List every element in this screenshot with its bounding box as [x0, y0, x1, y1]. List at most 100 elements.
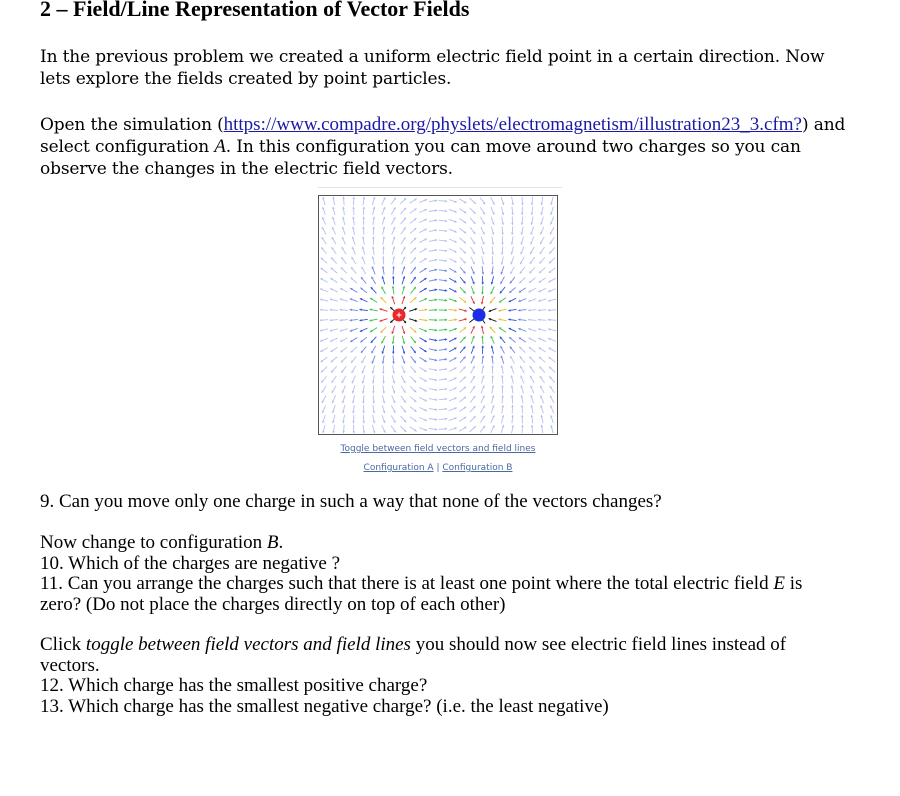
- field-vector-head: [501, 425, 505, 428]
- field-vector-head: [509, 337, 512, 340]
- field-vector-head: [518, 299, 521, 303]
- field-vector-head: [371, 361, 375, 364]
- open-sim-prefix: Open the simulation (: [40, 115, 224, 135]
- field-vector-head: [362, 401, 365, 404]
- field-vector-head: [330, 278, 333, 281]
- field-vector-head: [454, 309, 458, 312]
- field-vector-head: [500, 365, 504, 368]
- field-vector-head: [371, 276, 374, 280]
- field-vector-head: [413, 350, 416, 354]
- field-vector-head: [453, 280, 457, 283]
- field-vector-head: [424, 218, 427, 222]
- configuration-a-link[interactable]: Configuration A: [363, 463, 434, 473]
- field-vector-head: [520, 222, 524, 225]
- field-vector-head: [490, 335, 493, 339]
- configuration-links: Configuration A | Configuration B: [318, 463, 558, 473]
- field-vector-head: [530, 232, 533, 235]
- field-vector-head: [490, 345, 494, 349]
- field-vector-head: [414, 429, 417, 432]
- field-vector-head: [391, 341, 395, 344]
- intro-paragraph: In the previous problem we created a uni…: [40, 47, 825, 89]
- field-vector-head: [454, 220, 457, 223]
- field-vector-head: [341, 257, 344, 260]
- field-vector-head: [472, 395, 476, 399]
- field-vector-head: [472, 385, 476, 389]
- field-vector-head: [538, 356, 542, 360]
- field-vector-head: [549, 251, 552, 254]
- field-vector-head: [482, 211, 485, 215]
- field-vector-head: [463, 386, 466, 390]
- field-vector-head: [341, 370, 344, 373]
- field-vector-head: [332, 206, 335, 210]
- field-vector-head: [434, 258, 438, 262]
- field-vector-head: [454, 427, 457, 430]
- field-vector-head: [360, 340, 363, 343]
- field-vector-head: [463, 230, 467, 234]
- field-vector-head: [351, 360, 354, 363]
- simulation-link[interactable]: https://www.compadre.org/physlets/electr…: [223, 114, 802, 135]
- field-vector-head: [501, 405, 505, 408]
- field-vector-head: [434, 358, 438, 362]
- field-vector-head: [444, 367, 448, 371]
- field-vector-head: [538, 337, 541, 341]
- field-vector-head: [391, 331, 394, 334]
- field-vector-head: [330, 349, 333, 352]
- field-vector-head: [500, 252, 504, 255]
- field-vector-head: [520, 414, 524, 418]
- field-vector-head: [434, 199, 438, 202]
- field-vector-head: [501, 395, 504, 398]
- field-vector-head: [341, 246, 344, 250]
- field-vector-head: [511, 414, 514, 418]
- field-vector-head: [329, 329, 333, 332]
- field-vector-head: [403, 400, 406, 403]
- field-vector-head: [321, 380, 324, 383]
- toggle-field-link[interactable]: Toggle between field vectors and field l…: [340, 444, 536, 454]
- field-vector-head: [342, 206, 345, 210]
- field-vector-head: [339, 308, 342, 312]
- field-vector-head: [350, 287, 353, 291]
- field-vector-head: [349, 298, 353, 301]
- field-vector-head: [392, 226, 396, 230]
- field-vector-head: [392, 361, 395, 364]
- simulation-canvas[interactable]: [318, 195, 558, 435]
- field-vector-head: [361, 236, 365, 239]
- field-vector-head: [372, 196, 376, 200]
- field-vector-head: [393, 207, 396, 210]
- configuration-b-link[interactable]: Configuration B: [442, 463, 513, 473]
- field-vector-head: [444, 387, 448, 391]
- field-vector-head: [382, 246, 385, 249]
- field-vector-head: [381, 276, 385, 279]
- field-vector-head: [424, 389, 427, 392]
- field-vector-head: [322, 420, 325, 424]
- field-vector-head: [413, 409, 417, 412]
- field-vector-head: [342, 420, 345, 424]
- field-vector-head: [381, 286, 384, 290]
- field-vector-head: [498, 327, 502, 330]
- field-vector-head: [444, 377, 448, 381]
- field-vector-head: [482, 405, 485, 409]
- field-vector-head: [321, 227, 325, 230]
- field-vector-head: [390, 307, 393, 310]
- field-vector-head: [520, 385, 523, 388]
- field-vector-head: [360, 277, 364, 280]
- field-vector-head: [402, 286, 406, 289]
- field-vector-head: [339, 329, 343, 332]
- field-vector-head: [403, 217, 406, 221]
- field-vector-head: [413, 389, 417, 393]
- field-vector-head: [392, 371, 395, 374]
- field-vector-head: [371, 350, 374, 354]
- field-vector-head: [528, 337, 532, 340]
- field-vector-head: [548, 280, 551, 283]
- negative-charge[interactable]: [472, 308, 486, 322]
- field-vector-head: [488, 318, 492, 321]
- field-vector-head: [434, 348, 438, 352]
- field-vector-head: [529, 270, 532, 274]
- field-vector-head: [481, 262, 485, 265]
- field-vector-head: [463, 271, 466, 274]
- field-vector-head: [473, 406, 476, 409]
- field-vector-head: [330, 267, 334, 271]
- field-vector-head: [508, 318, 511, 321]
- field-vector-head: [472, 365, 475, 369]
- field-vector-head: [518, 318, 521, 321]
- field-vector-head: [463, 426, 467, 430]
